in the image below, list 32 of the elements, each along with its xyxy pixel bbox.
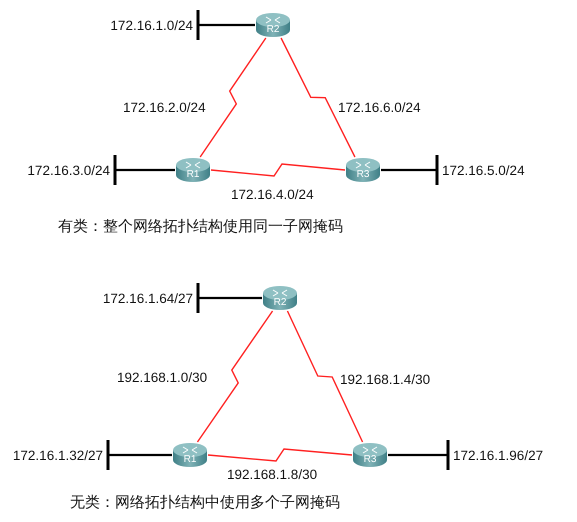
serial-link <box>280 38 356 158</box>
edge-label: 172.16.2.0/24 <box>122 100 207 115</box>
network-address: 172.16.1.64/27 <box>102 290 194 306</box>
router-label: R3 <box>356 169 370 180</box>
router-label: R1 <box>186 169 200 180</box>
ethernet-link <box>381 154 438 186</box>
network-address: 172.16.1.96/27 <box>452 448 544 462</box>
ethernet-link <box>114 154 175 186</box>
edge-label: 172.16.6.0/24 <box>337 100 422 115</box>
network-address: 172.16.5.0/24 <box>441 162 526 178</box>
router-label: R2 <box>274 297 286 308</box>
ethernet-link <box>106 438 172 472</box>
serial-link <box>286 310 364 442</box>
serial-link <box>210 163 346 177</box>
caption: 有类：整个网络拓扑结构使用同一子网掩码 <box>58 217 343 236</box>
network-address: 172.16.3.0/24 <box>26 162 111 178</box>
serial-link <box>196 310 274 442</box>
edge-label: 172.16.4.0/24 <box>230 187 315 202</box>
ethernet-link <box>388 438 450 472</box>
serial-link <box>200 38 266 158</box>
edge-label: 192.168.1.8/30 <box>226 467 318 482</box>
network-address: 172.16.1.32/27 <box>12 448 104 462</box>
router-label: R2 <box>266 24 280 35</box>
caption: 无类：网络拓扑结构中使用多个子网掩码 <box>70 493 340 512</box>
ethernet-link <box>196 8 255 42</box>
router-label: R3 <box>364 454 376 465</box>
router-label: R1 <box>184 454 196 465</box>
network-address: 172.16.1.0/24 <box>109 18 194 32</box>
edge-label: 192.168.1.4/30 <box>339 372 432 387</box>
serial-link <box>208 448 352 462</box>
ethernet-link <box>196 282 262 314</box>
edge-label: 192.168.1.0/30 <box>116 370 208 385</box>
